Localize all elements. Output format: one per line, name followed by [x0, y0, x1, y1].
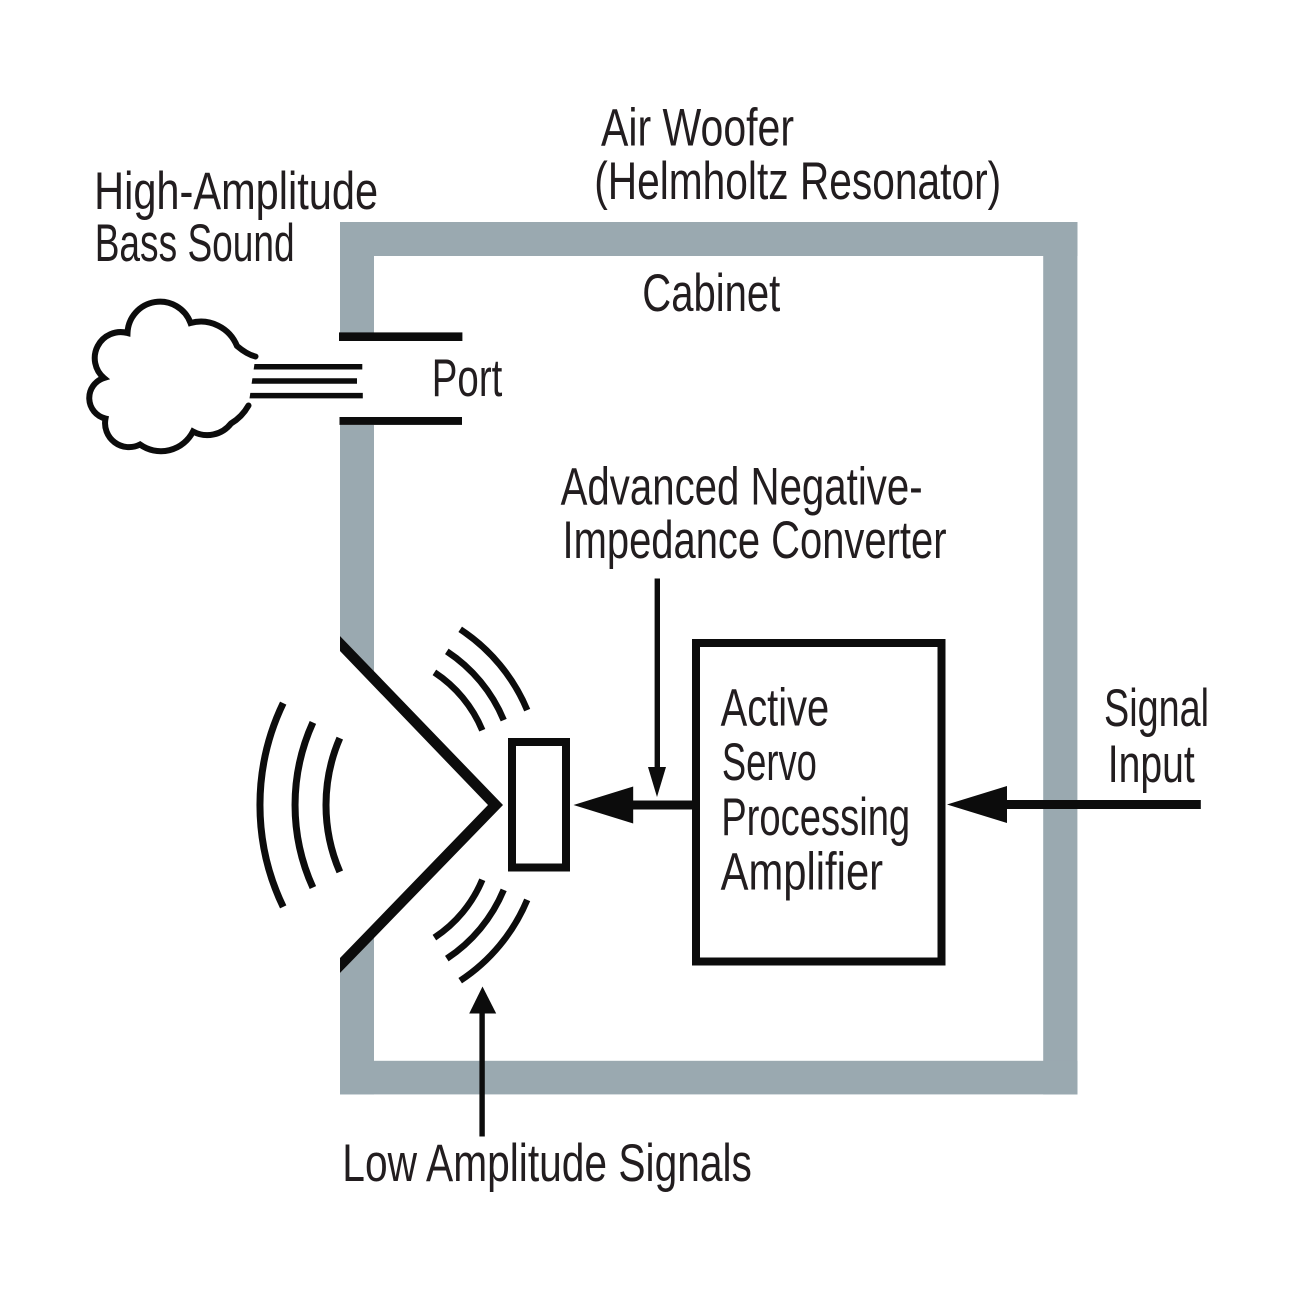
- svg-text:Active: Active: [721, 679, 830, 738]
- svg-text:(Helmholtz Resonator): (Helmholtz Resonator): [594, 152, 1001, 211]
- svg-text:Air Woofer: Air Woofer: [601, 98, 794, 157]
- svg-text:Advanced Negative-: Advanced Negative-: [561, 458, 923, 517]
- svg-text:Processing: Processing: [721, 788, 910, 847]
- svg-text:Amplifier: Amplifier: [721, 843, 884, 902]
- svg-text:Servo: Servo: [722, 733, 817, 792]
- svg-text:Signal: Signal: [1104, 679, 1209, 738]
- svg-text:Input: Input: [1108, 735, 1195, 794]
- svg-text:Cabinet: Cabinet: [642, 264, 780, 323]
- svg-text:High-Amplitude: High-Amplitude: [94, 162, 378, 221]
- svg-text:Bass Sound: Bass Sound: [95, 214, 295, 273]
- svg-text:Low Amplitude Signals: Low Amplitude Signals: [342, 1134, 752, 1193]
- svg-text:Impedance Converter: Impedance Converter: [563, 511, 947, 570]
- svg-text:Port: Port: [432, 349, 503, 408]
